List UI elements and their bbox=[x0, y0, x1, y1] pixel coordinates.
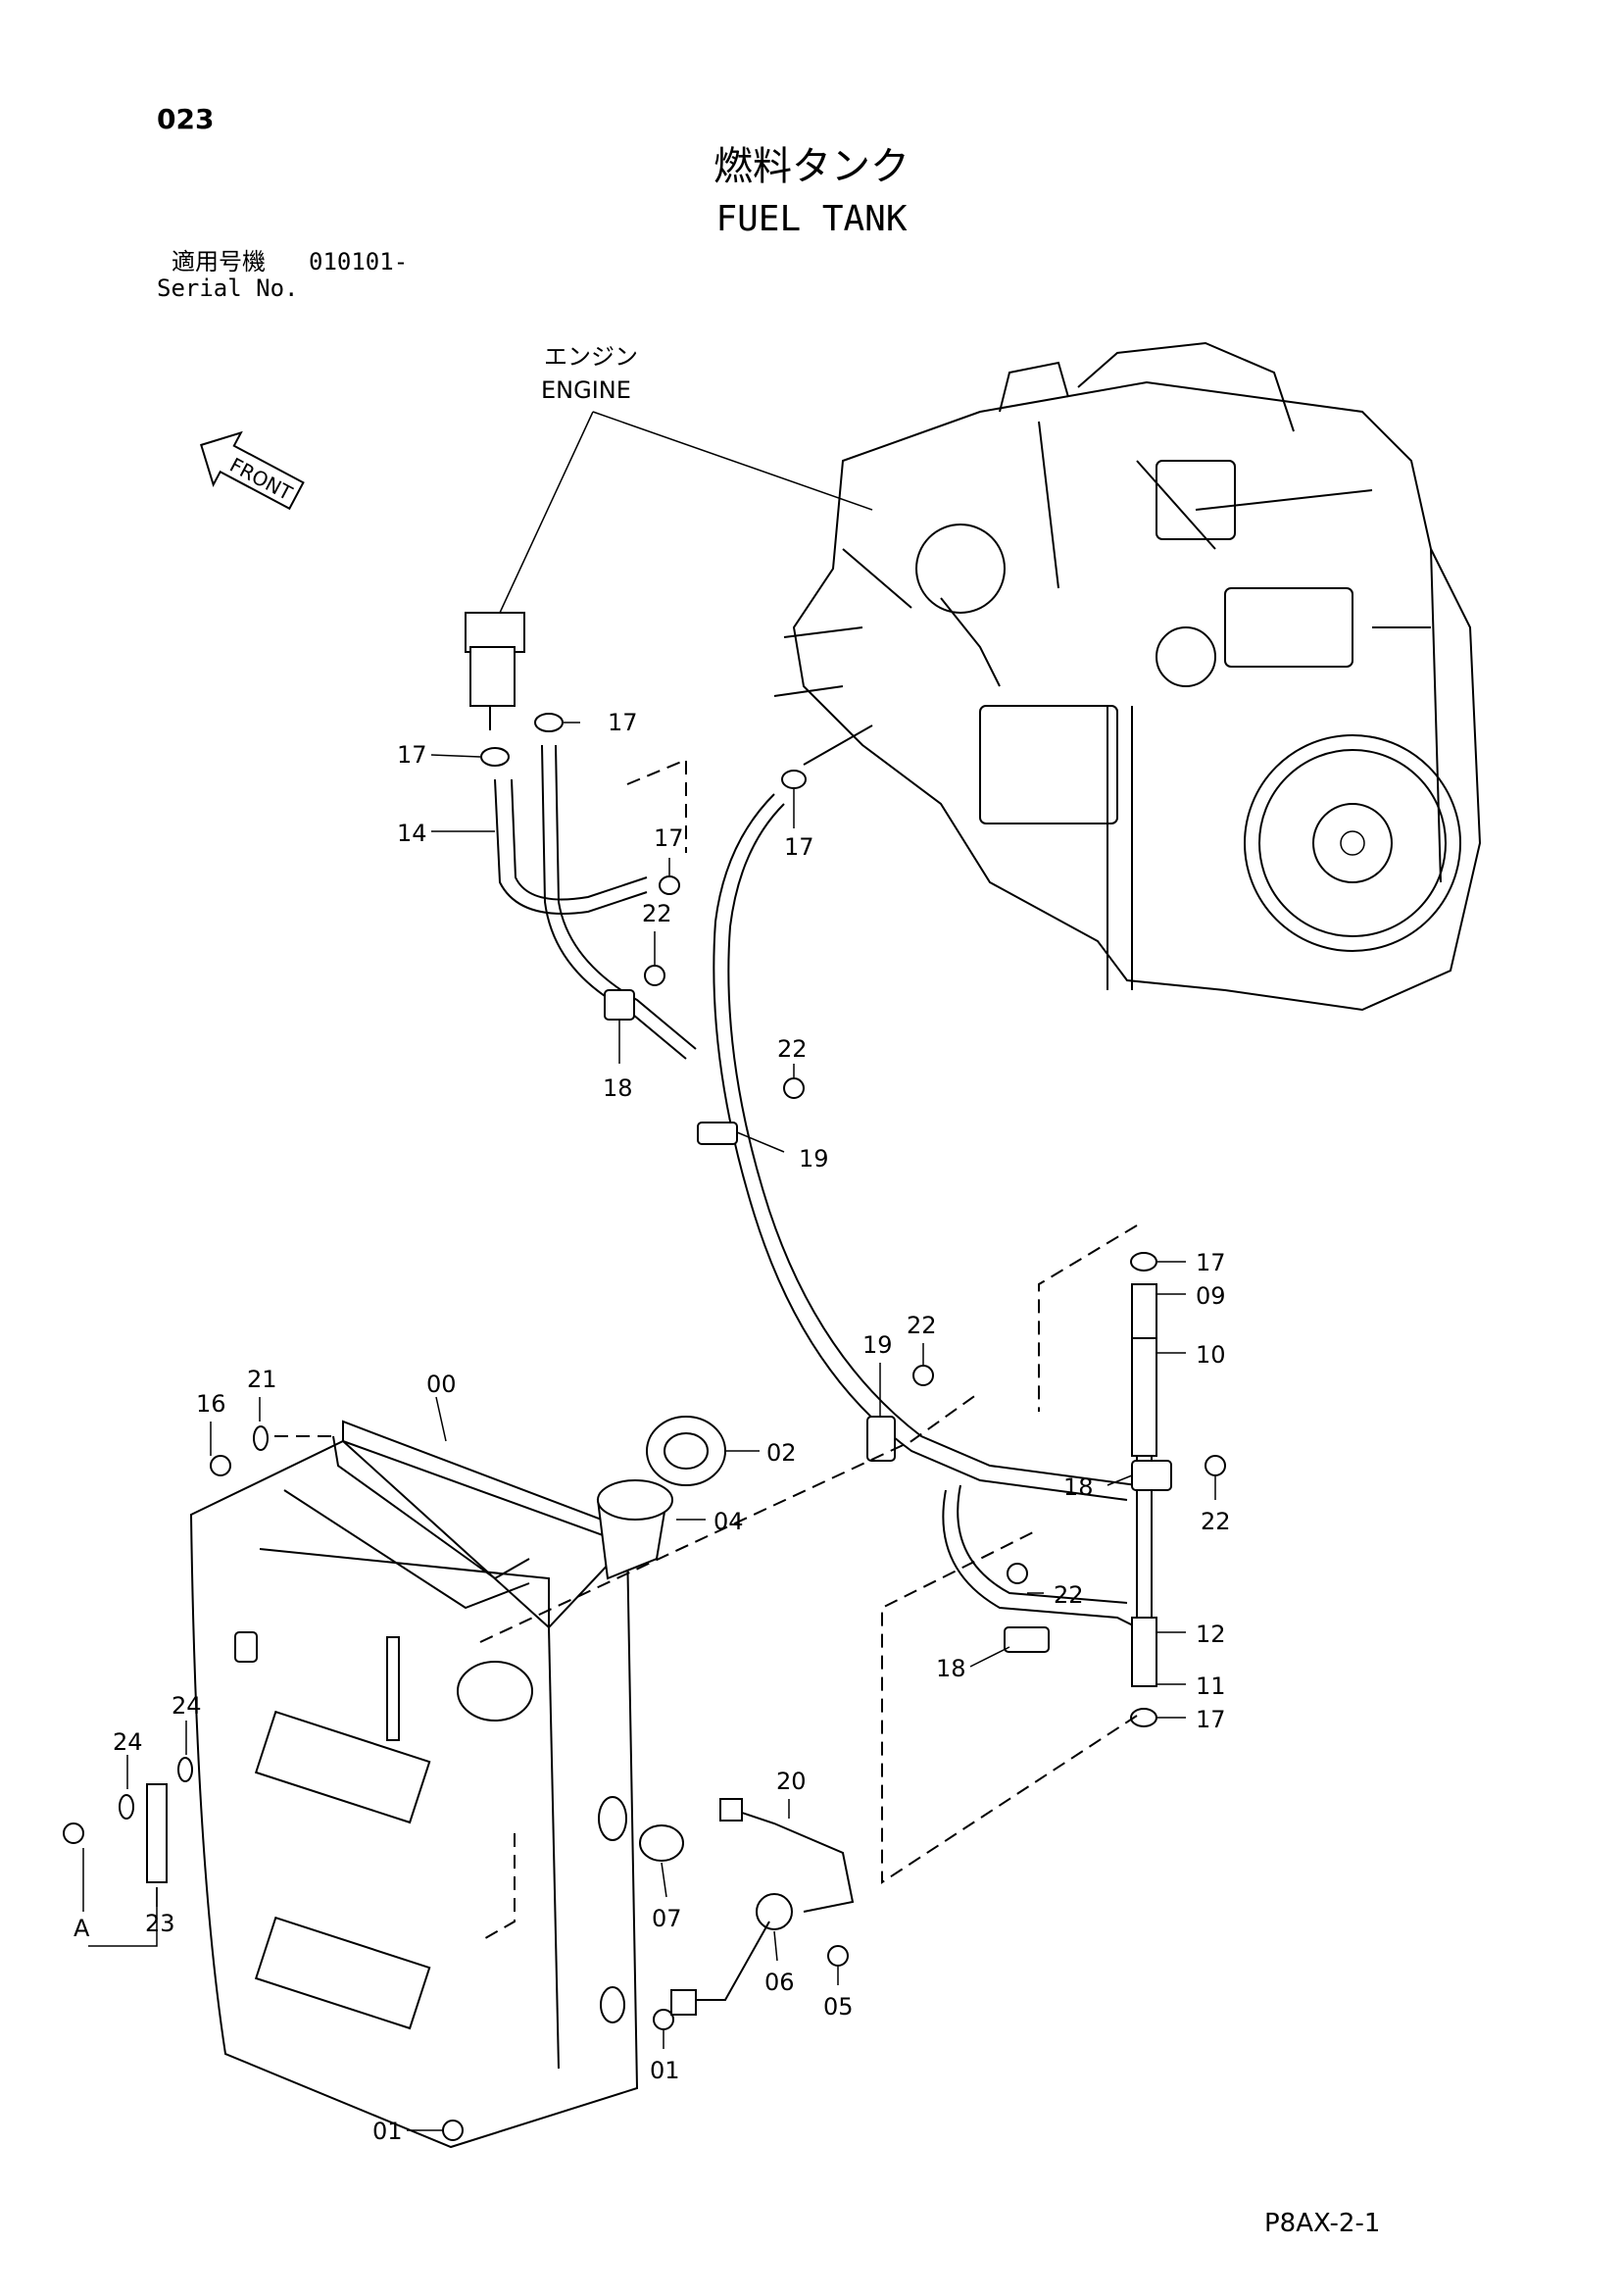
fuel-hoses bbox=[494, 744, 1157, 1687]
part-label: 09 bbox=[1196, 1282, 1226, 1310]
part-label: 17 bbox=[654, 824, 684, 852]
part-label: 11 bbox=[1196, 1672, 1226, 1700]
part-label: 16 bbox=[196, 1390, 226, 1418]
engine-leader-line bbox=[592, 411, 873, 511]
part-label: 22 bbox=[1201, 1508, 1231, 1535]
part-label: 05 bbox=[823, 1993, 854, 2021]
part-label: 18 bbox=[936, 1655, 966, 1682]
part-label: 18 bbox=[603, 1074, 633, 1102]
hose-clips bbox=[480, 713, 1157, 1727]
engine-label-japanese: エンジン bbox=[544, 343, 638, 371]
part-label: 18 bbox=[1063, 1473, 1094, 1501]
engine-leader-line bbox=[499, 411, 594, 614]
part-label: 24 bbox=[172, 1692, 202, 1720]
part-label: 17 bbox=[397, 741, 427, 769]
part-label: 22 bbox=[1054, 1581, 1084, 1609]
part-label: 10 bbox=[1196, 1341, 1226, 1369]
part-label: 17 bbox=[608, 709, 638, 736]
part-label: 20 bbox=[776, 1768, 807, 1795]
fuel-cap bbox=[646, 1416, 726, 1486]
part-label: 14 bbox=[397, 820, 427, 847]
reference-lines bbox=[274, 758, 1138, 1942]
part-label: 04 bbox=[713, 1508, 744, 1535]
part-label: 17 bbox=[1196, 1706, 1226, 1733]
bolts bbox=[63, 965, 1226, 2141]
serial-label-english: Serial No. bbox=[157, 275, 299, 302]
serial-range: 010101- bbox=[309, 248, 409, 275]
part-label: 24 bbox=[113, 1728, 143, 1756]
engine-label-english: ENGINE bbox=[541, 376, 631, 404]
serial-label-japanese: 適用号機 bbox=[172, 248, 266, 275]
part-label: 06 bbox=[764, 1969, 795, 1996]
tank-strap bbox=[146, 1783, 168, 1883]
engine-assembly bbox=[773, 341, 1482, 1012]
page-code: P8AX-2-1 bbox=[1264, 2209, 1381, 2238]
fuel-filter bbox=[465, 612, 525, 730]
title-japanese: 燃料タンク bbox=[713, 144, 910, 189]
fuel-sender bbox=[639, 1798, 855, 2016]
part-label: 12 bbox=[1196, 1621, 1226, 1648]
part-label: 02 bbox=[766, 1439, 797, 1467]
part-label: 22 bbox=[642, 900, 672, 927]
front-arrow-icon: FRONT bbox=[200, 430, 305, 511]
title-english: FUEL TANK bbox=[715, 199, 908, 239]
part-label: 17 bbox=[1196, 1249, 1226, 1276]
ref-label-a: A bbox=[74, 1915, 90, 1942]
part-label: 22 bbox=[907, 1312, 937, 1339]
part-label: 01 bbox=[372, 2118, 403, 2145]
hose-clamps bbox=[604, 989, 1172, 1653]
part-label: 23 bbox=[145, 1910, 175, 1937]
part-label: 00 bbox=[426, 1371, 457, 1398]
part-label: 07 bbox=[652, 1905, 682, 1932]
part-label: 22 bbox=[777, 1035, 808, 1063]
strainer bbox=[596, 1479, 673, 1580]
part-label: 19 bbox=[862, 1331, 893, 1359]
page-number: 023 bbox=[157, 103, 215, 135]
part-label: 21 bbox=[247, 1366, 277, 1393]
part-label: 19 bbox=[799, 1145, 829, 1173]
part-label: 17 bbox=[784, 833, 814, 861]
part-label: 01 bbox=[650, 2057, 680, 2084]
part-number-callouts: 17 17 14 17 22 17 18 22 19 17 09 10 19 2… bbox=[74, 709, 1231, 2145]
fuel-tank bbox=[189, 1420, 639, 2149]
